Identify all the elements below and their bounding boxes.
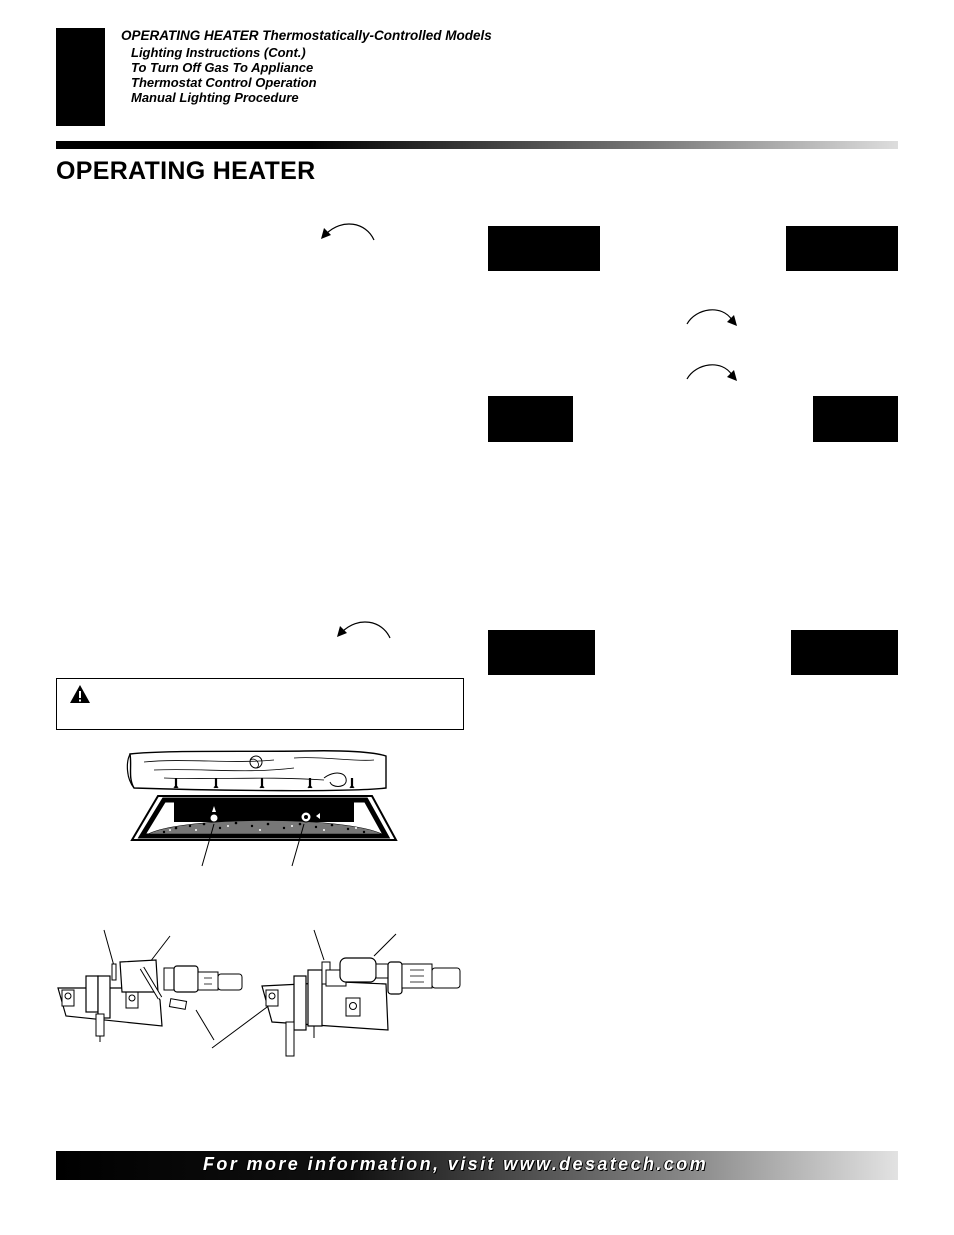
header-subitem: Thermostat Control Operation bbox=[131, 75, 317, 90]
curved-arrow-left-icon bbox=[337, 621, 391, 639]
footer-text: For more information, visit www.desatech… bbox=[203, 1154, 709, 1174]
curved-arrow-left-icon bbox=[321, 223, 375, 241]
pilot-assembly-right-illustration bbox=[211, 929, 461, 1057]
curved-arrow-right-icon bbox=[686, 309, 737, 326]
curved-arrow-right-icon bbox=[686, 364, 737, 381]
warning-box bbox=[56, 678, 464, 730]
redacted-block bbox=[786, 226, 898, 271]
header-subitem: To Turn Off Gas To Appliance bbox=[131, 60, 314, 75]
page-title: OPERATING HEATER bbox=[56, 157, 316, 185]
header-subitem: Manual Lighting Procedure bbox=[131, 90, 299, 105]
redacted-block bbox=[791, 630, 898, 675]
redacted-block bbox=[488, 226, 600, 271]
redacted-block bbox=[813, 396, 898, 442]
header-title: OPERATING HEATER Thermostatically-Contro… bbox=[121, 28, 492, 43]
footer-banner: For more information, visit www.desatech… bbox=[56, 1151, 898, 1180]
heater-logs-illustration bbox=[126, 750, 398, 867]
section-tab-block bbox=[56, 28, 105, 126]
header-gradient-rule bbox=[56, 141, 898, 149]
redacted-block bbox=[488, 396, 573, 442]
header-subitem: Lighting Instructions (Cont.) bbox=[131, 45, 306, 60]
redacted-block bbox=[488, 630, 595, 675]
pilot-assembly-left-illustration bbox=[57, 929, 243, 1042]
warning-triangle-icon bbox=[70, 685, 90, 703]
